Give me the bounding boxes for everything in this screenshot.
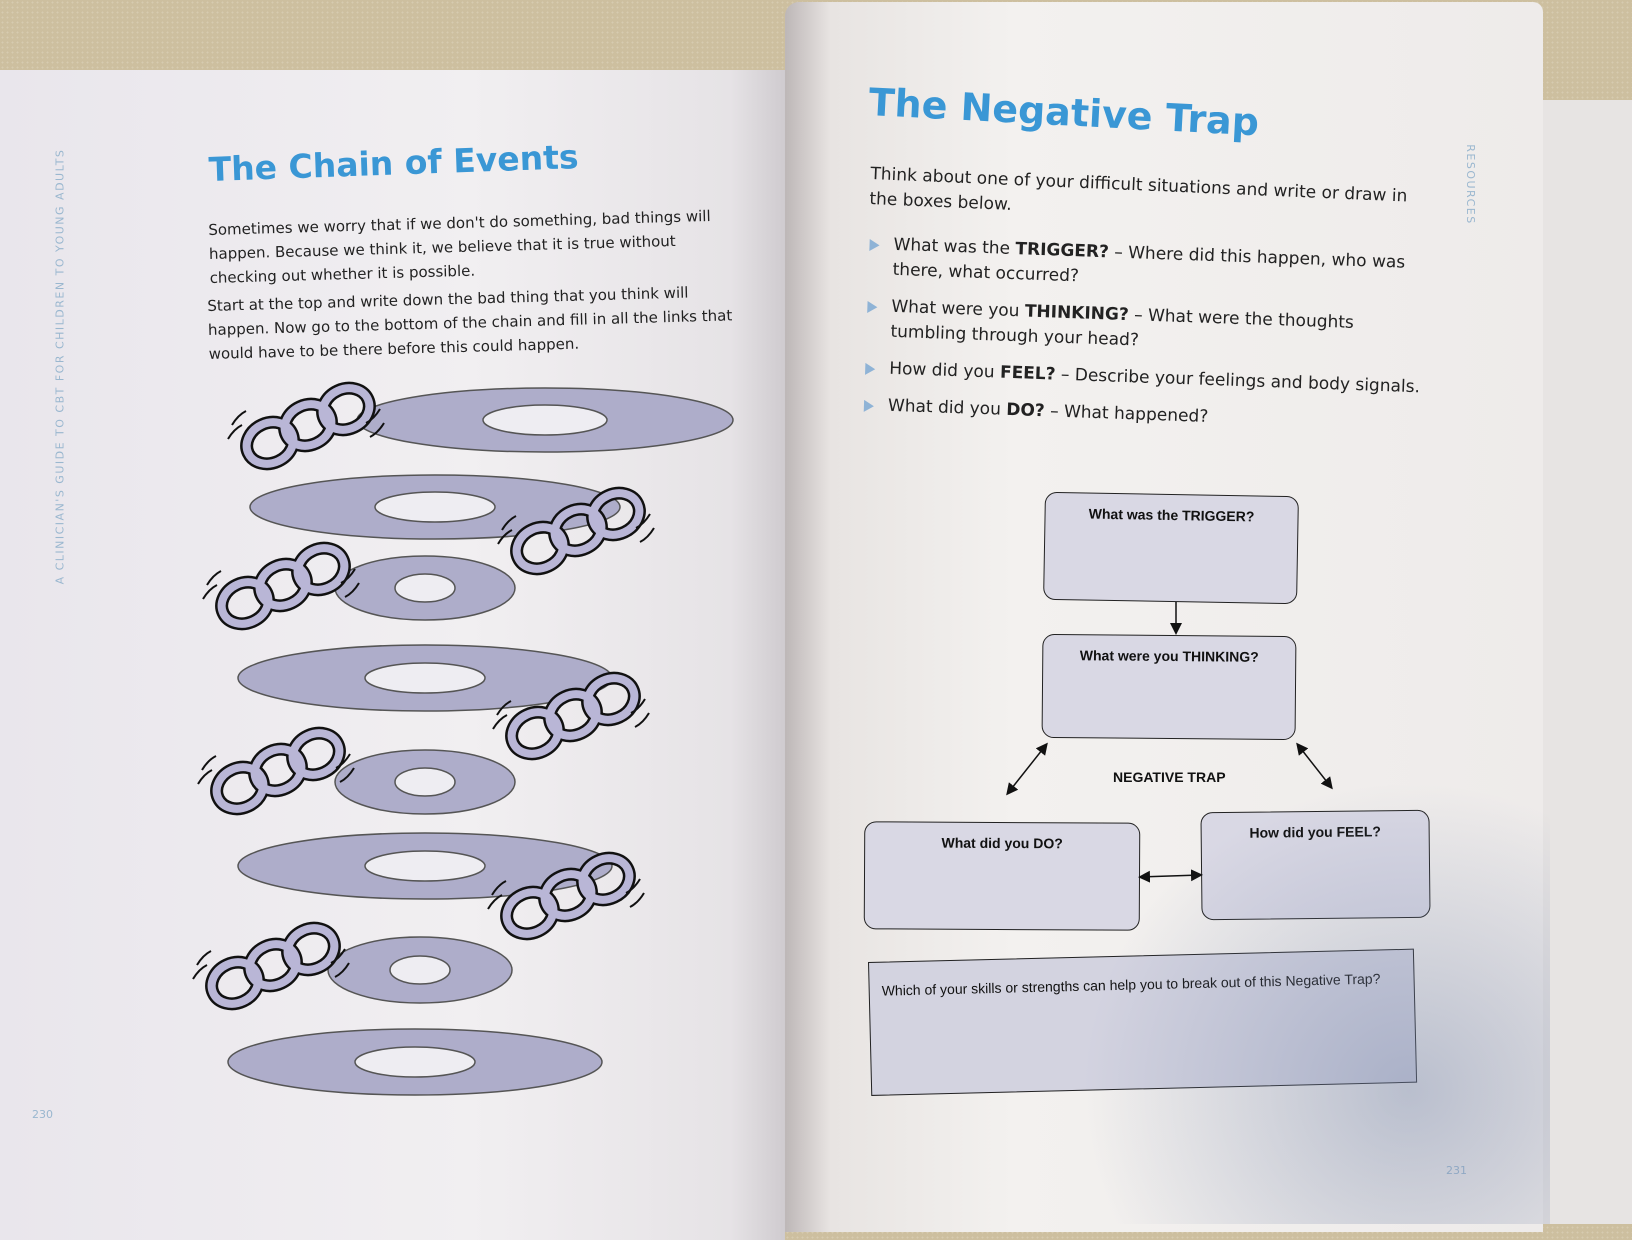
chain-link-cluster <box>193 921 349 1012</box>
chain-ring <box>249 474 621 540</box>
trigger-box[interactable]: What was the TRIGGER? <box>1043 491 1299 605</box>
negative-trap-label: NEGATIVE TRAP <box>1113 769 1226 785</box>
chain-link-cluster <box>203 541 359 632</box>
feel-box[interactable]: How did you FEEL? <box>1200 809 1431 921</box>
bullet-feel: How did you FEEL? – Describe your feelin… <box>865 356 1426 401</box>
chain-ring <box>237 644 613 712</box>
underlying-page <box>1530 100 1632 1224</box>
chain-ring <box>356 387 734 453</box>
do-box[interactable]: What did you DO? <box>863 821 1141 931</box>
trigger-box-label: What was the TRIGGER? <box>1088 505 1255 525</box>
left-page-number: 230 <box>32 1108 53 1121</box>
left-side-label: A CLINICIAN'S GUIDE TO CBT FOR CHILDREN … <box>53 148 67 585</box>
do-box-label: What did you DO? <box>941 834 1063 852</box>
chain-ring <box>227 1028 603 1096</box>
thinking-box-label: What were you THINKING? <box>1079 647 1259 665</box>
chain-link-cluster <box>198 726 354 817</box>
chain-ring <box>334 749 516 815</box>
chain-ring <box>327 936 513 1004</box>
right-side-label: RESOURCES <box>1463 144 1477 225</box>
chain-illustration <box>190 385 734 1096</box>
bullet-do: What did you DO? – What happened? <box>863 393 1425 438</box>
triangle-bullet-icon <box>863 399 875 413</box>
chain-link-cluster <box>228 381 384 472</box>
bullet-thinking: What were you THINKING? – What were the … <box>866 294 1427 364</box>
triangle-bullet-icon <box>867 300 878 314</box>
instruction-list: What was the TRIGGER? – Where did this h… <box>863 232 1430 449</box>
feel-box-label: How did you FEEL? <box>1249 823 1381 841</box>
skills-box[interactable]: Which of your skills or strengths can he… <box>868 948 1418 1096</box>
right-page-number: 231 <box>1446 1164 1467 1177</box>
left-paragraph-2: Start at the top and write down the bad … <box>207 283 733 363</box>
triangle-bullet-icon <box>869 238 880 252</box>
left-paragraph-1: Sometimes we worry that if we don't do s… <box>208 206 711 287</box>
chain-ring <box>334 555 516 621</box>
triangle-bullet-icon <box>865 362 876 376</box>
thinking-box[interactable]: What were you THINKING? <box>1041 633 1297 741</box>
chain-ring <box>237 832 613 900</box>
